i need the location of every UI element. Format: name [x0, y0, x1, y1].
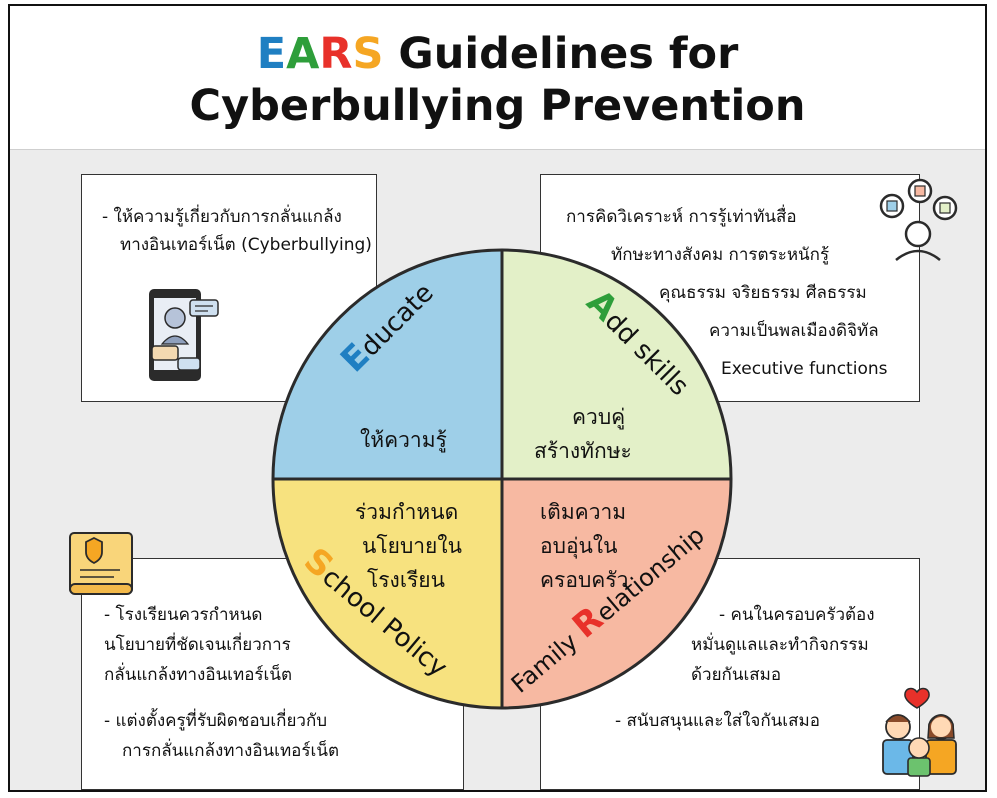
- add-skills-box: การคิดวิเคราะห์ การรู้เท่าทันสื่อ ทักษะท…: [540, 174, 920, 402]
- family-line-2: หมั่นดูแลและทำกิจกรรม: [691, 635, 869, 655]
- title-letter-a: A: [286, 29, 320, 79]
- title-letter-r: R: [319, 29, 353, 79]
- school-line-2: นโยบายที่ชัดเจนเกี่ยวการ: [104, 635, 291, 655]
- title-line-1: EARS Guidelines for: [10, 28, 985, 80]
- infographic-frame: EARS Guidelines for Cyberbullying Preven…: [8, 4, 987, 792]
- school-line-1: - โรงเรียนควรกำหนด: [104, 605, 263, 625]
- header: EARS Guidelines for Cyberbullying Preven…: [10, 6, 985, 150]
- family-line-4: - สนับสนุนและใส่ใจกันเสมอ: [615, 711, 820, 731]
- title-letter-e: E: [256, 29, 287, 79]
- add-skills-line-5: Executive functions: [721, 359, 888, 379]
- page-title: EARS Guidelines for Cyberbullying Preven…: [10, 28, 985, 132]
- add-skills-line-2: ทักษะทางสังคม การตระหนักรู้: [611, 245, 830, 265]
- school-line-5: การกลั่นแกล้งทางอินเทอร์เน็ต: [122, 741, 339, 761]
- add-skills-line-1: การคิดวิเคราะห์ การรู้เท่าทันสื่อ: [566, 207, 797, 227]
- title-line-2: Cyberbullying Prevention: [189, 81, 806, 131]
- school-line-3: กลั่นแกล้งทางอินเทอร์เน็ต: [104, 665, 293, 685]
- family-line-1: - คนในครอบครัวต้อง: [719, 605, 875, 625]
- school-line-4: - แต่งตั้งครูที่รับผิดชอบเกี่ยวกับ: [104, 711, 328, 731]
- add-skills-line-3: คุณธรรม จริยธรรม ศีลธรรม: [659, 283, 867, 303]
- family-line-3: ด้วยกันเสมอ: [691, 665, 782, 685]
- educate-box-line-1: - ให้ความรู้เกี่ยวกับการกลั่นแกล้ง: [102, 207, 342, 227]
- family-box: - คนในครอบครัวต้อง หมั่นดูแลและทำกิจกรรม…: [540, 558, 920, 790]
- educate-box-line-2: ทางอินเทอร์เน็ต (Cyberbullying): [120, 235, 372, 255]
- educate-box: - ให้ความรู้เกี่ยวกับการกลั่นแกล้ง ทางอิ…: [81, 174, 377, 402]
- school-box: - โรงเรียนควรกำหนด นโยบายที่ชัดเจนเกี่ยว…: [81, 558, 464, 790]
- title-line1-rest: Guidelines for: [383, 29, 739, 79]
- title-letter-s: S: [352, 29, 384, 79]
- add-skills-line-4: ความเป็นพลเมืองดิจิทัล: [709, 321, 879, 341]
